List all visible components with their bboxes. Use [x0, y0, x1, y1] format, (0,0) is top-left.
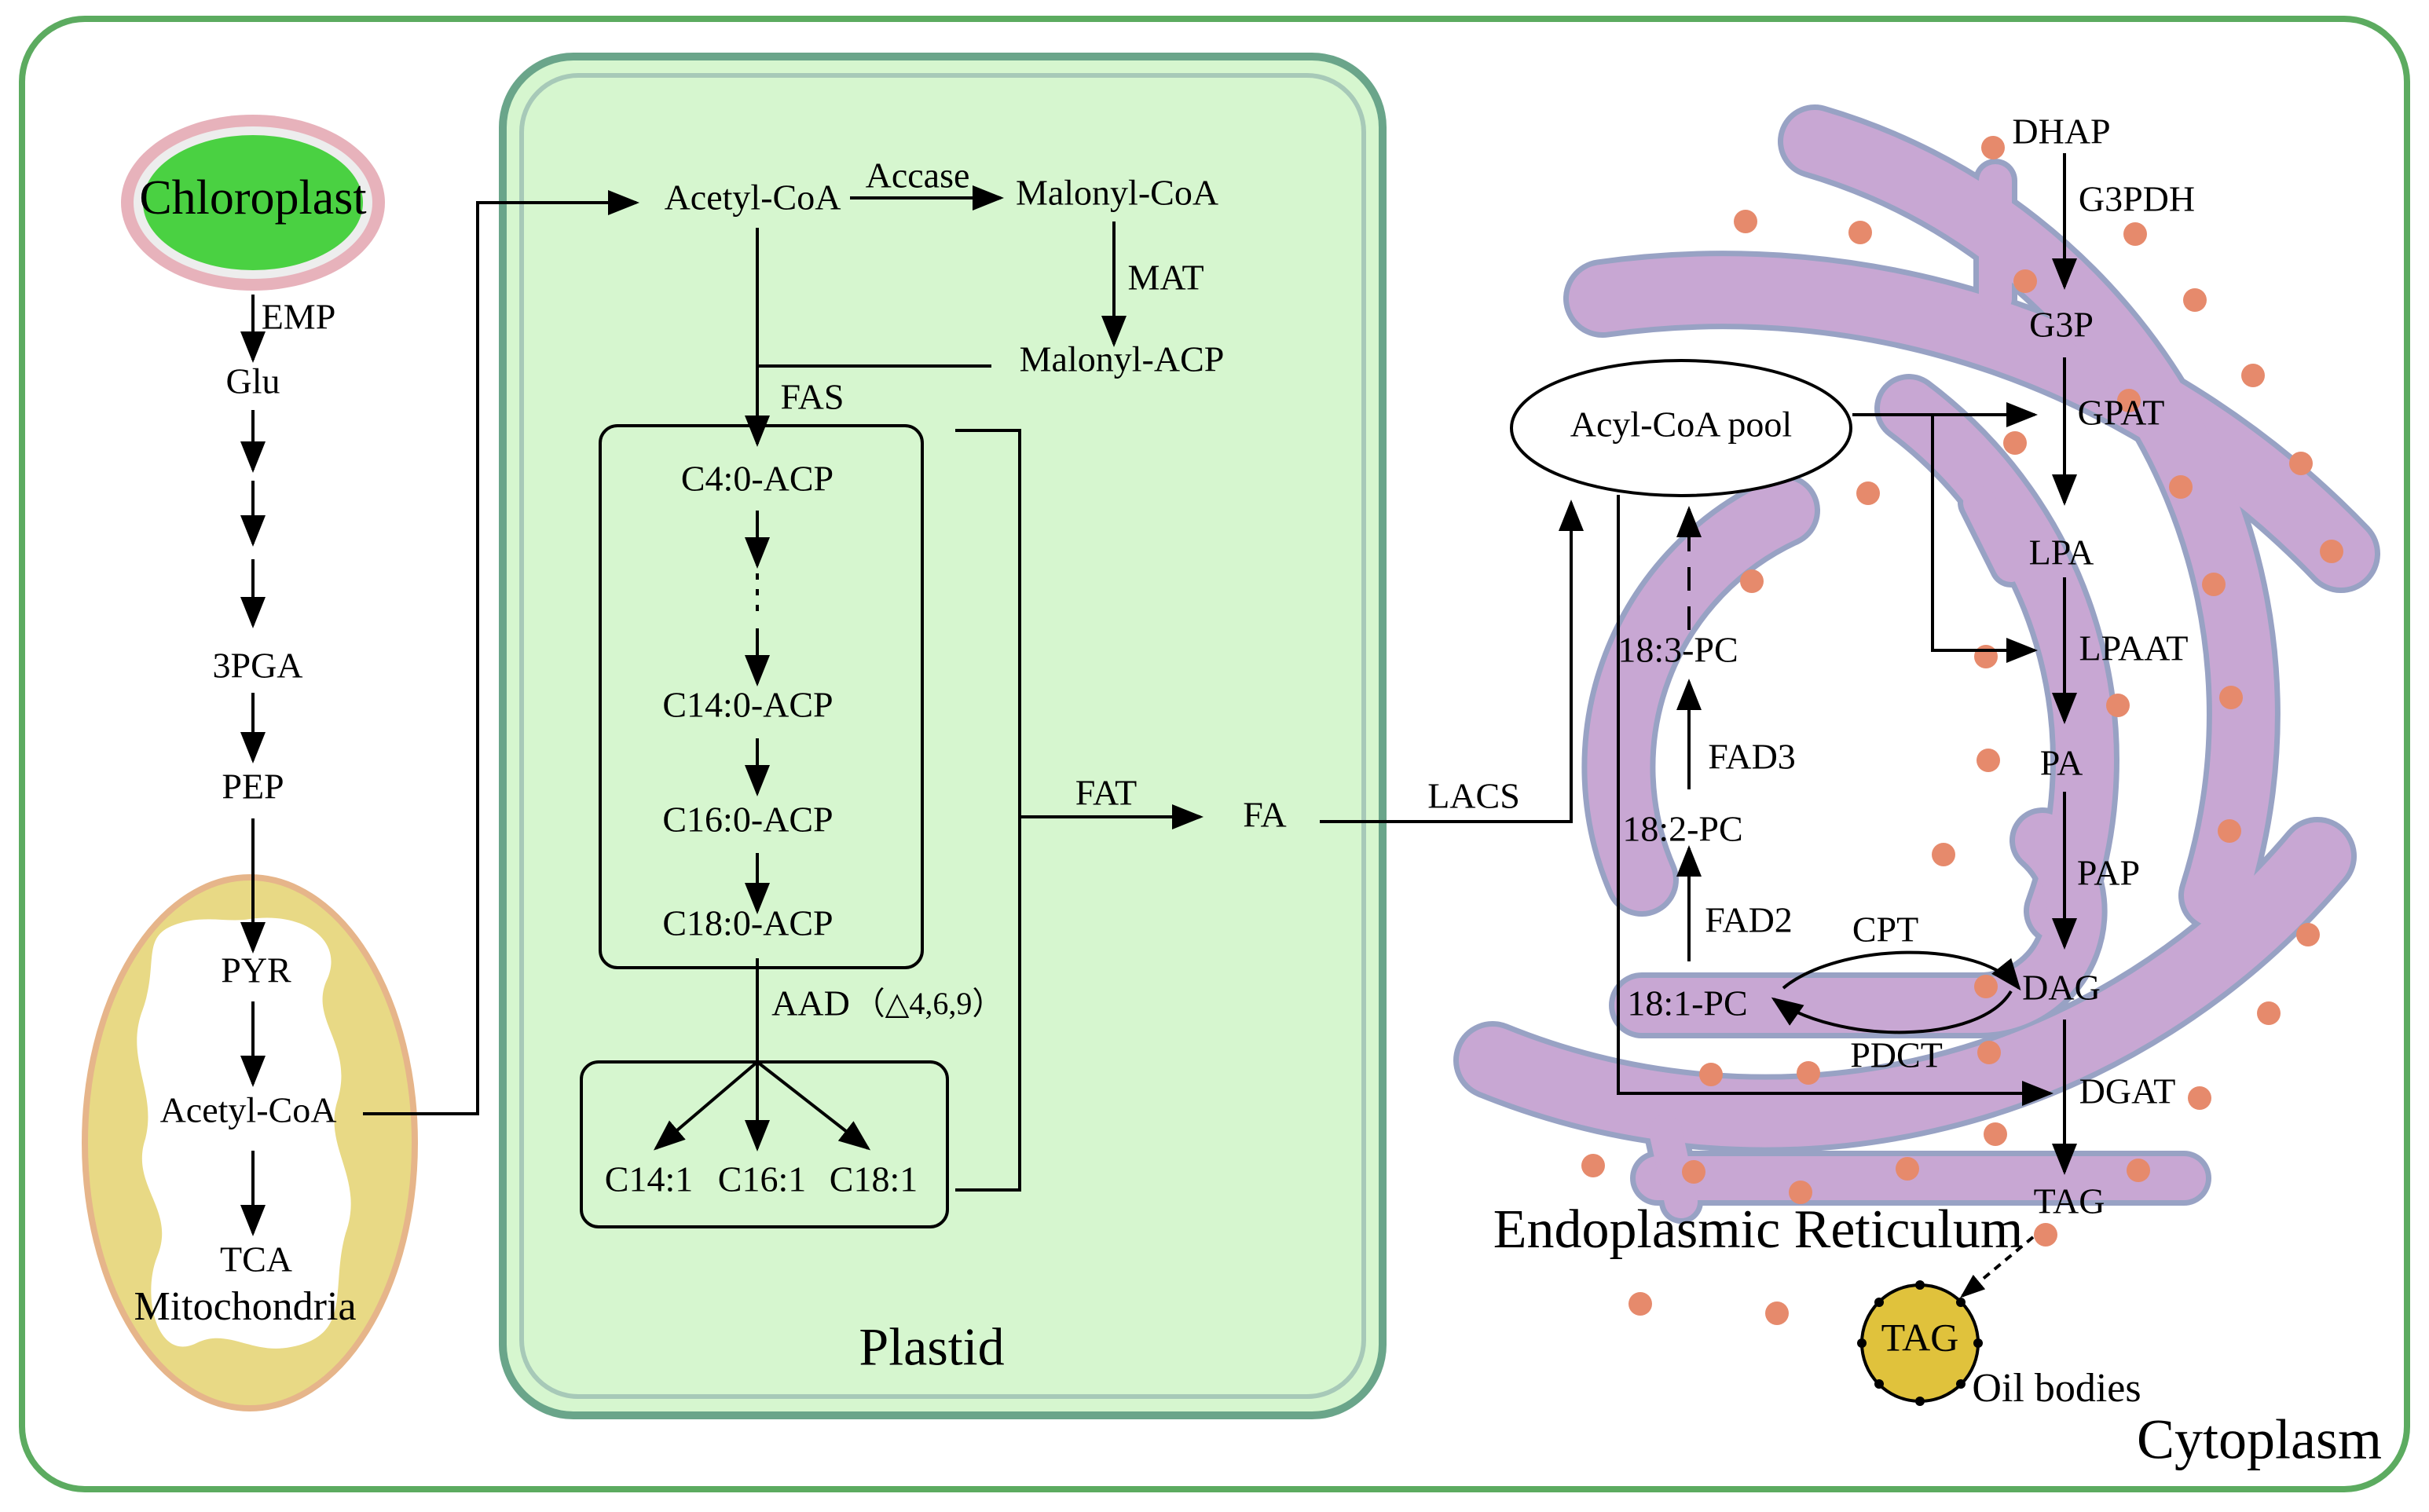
cpt-label: CPT — [1852, 910, 1918, 950]
pc-18-3-node: 18:3-PC — [1618, 630, 1738, 670]
ribosomes — [1581, 136, 2343, 1325]
lacs-label: LACS — [1427, 776, 1520, 816]
oil-body-tag-label: TAG — [1881, 1315, 1959, 1359]
c14-1-node: C14:1 — [605, 1159, 693, 1199]
oil-bodies-label: Oil bodies — [1972, 1366, 2141, 1411]
pa-node: PA — [2040, 743, 2083, 783]
glu-node: Glu — [226, 361, 280, 401]
dhap-node: DHAP — [2012, 112, 2110, 152]
pep-node: PEP — [222, 767, 284, 807]
fat-label: FAT — [1075, 773, 1137, 813]
chloroplast — [121, 115, 385, 291]
dag-node: DAG — [2022, 968, 2101, 1008]
chloroplast-label: Chloroplast — [139, 171, 366, 225]
3pga-node: 3PGA — [212, 646, 302, 686]
c16-acp-node: C16:0-ACP — [662, 800, 833, 840]
acyl-coa-pool-label: Acyl-CoA pool — [1570, 405, 1792, 445]
fad3-label: FAD3 — [1708, 737, 1796, 777]
lpa-node: LPA — [2029, 533, 2094, 573]
pc-18-2-node: 18:2-PC — [1622, 809, 1742, 849]
monounsaturated-fa-box — [580, 1060, 949, 1228]
tag-node: TAG — [2034, 1181, 2105, 1221]
c18-acp-node: C18:0-ACP — [662, 903, 833, 943]
mitochondria — [82, 874, 418, 1411]
mito-acetyl-coa-node: Acetyl-CoA — [160, 1090, 337, 1130]
er-label: Endoplasmic Reticulum — [1493, 1199, 2024, 1260]
pap-label: PAP — [2077, 853, 2140, 893]
aad-label: AAD — [771, 983, 850, 1023]
acyl-coa-pool-node — [1510, 359, 1852, 497]
plastid-label: Plastid — [859, 1317, 1004, 1377]
c14-acp-node: C14:0-ACP — [662, 685, 833, 725]
dgat-label: DGAT — [2079, 1071, 2176, 1111]
fad2-label: FAD2 — [1705, 900, 1793, 940]
c16-1-node: C16:1 — [718, 1159, 806, 1199]
gpat-label: GPAT — [2078, 393, 2165, 433]
plastid-compartment — [499, 53, 1387, 1419]
malonyl-acp-node: Malonyl-ACP — [1020, 339, 1225, 379]
fas-label: FAS — [781, 377, 844, 417]
mat-label: MAT — [1127, 258, 1204, 298]
accase-label: Accase — [866, 156, 970, 196]
emp-label: EMP — [262, 297, 336, 337]
pdct-label: PDCT — [1850, 1035, 1943, 1075]
pathway-edges — [240, 153, 2077, 1298]
c4-acp-node: C4:0-ACP — [681, 459, 833, 499]
cytoplasm-label: Cytoplasm — [2137, 1408, 2382, 1471]
g3pdh-label: G3PDH — [2079, 179, 2195, 219]
pyr-node: PYR — [221, 950, 291, 990]
fa-node: FA — [1243, 795, 1286, 835]
lpaat-label: LPAAT — [2079, 628, 2189, 668]
plastid-acetyl-coa-node: Acetyl-CoA — [665, 178, 841, 218]
aad-sites-label: （△4,6,9） — [854, 986, 1004, 1021]
tca-node: TCA — [220, 1239, 292, 1280]
c18-1-node: C18:1 — [830, 1159, 918, 1199]
g3p-node: G3P — [2029, 305, 2094, 345]
malonyl-coa-node: Malonyl-CoA — [1016, 173, 1218, 213]
mitochondria-label: Mitochondria — [134, 1284, 356, 1329]
pc-18-1-node: 18:1-PC — [1627, 983, 1747, 1023]
oil-body — [1857, 1280, 1983, 1406]
